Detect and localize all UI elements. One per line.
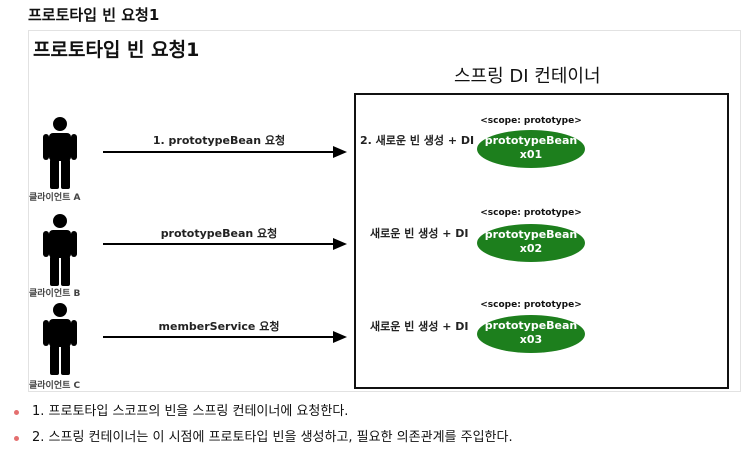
page-heading: 프로토타입 빈 요청1 bbox=[28, 6, 160, 24]
request-label: memberService 요청 bbox=[158, 320, 280, 333]
person-icon bbox=[43, 214, 77, 286]
bean-name: prototypeBean bbox=[484, 134, 578, 147]
create-label: 2. 새로운 빈 생성 + DI bbox=[360, 134, 475, 147]
client-label: 클라이언트 A bbox=[29, 193, 81, 203]
prototype-bean-x02: prototypeBean x02 bbox=[477, 224, 585, 262]
list-item-text: 1. 프로토타입 스코프의 빈을 스프링 컨테이너에 요청한다. bbox=[32, 404, 349, 419]
scope-label: <scope: prototype> bbox=[480, 208, 582, 218]
prototype-bean-x01: prototypeBean x01 bbox=[477, 130, 585, 168]
bullet-dot-icon bbox=[14, 410, 19, 415]
create-label: 새로운 빈 생성 + DI bbox=[370, 320, 469, 333]
request-label: prototypeBean 요청 bbox=[160, 227, 278, 240]
client-a: 클라이언트 A bbox=[29, 117, 99, 203]
bullet-dot-icon bbox=[14, 436, 19, 441]
list-item-text: 2. 스프링 컨테이너는 이 시점에 프로토타입 빈을 생성하고, 필요한 의존… bbox=[32, 430, 513, 445]
scope-label: <scope: prototype> bbox=[480, 300, 582, 310]
bean-name: prototypeBean bbox=[484, 228, 578, 241]
bean-id: x01 bbox=[519, 148, 543, 161]
request-arrow bbox=[103, 238, 347, 250]
bean-id: x03 bbox=[519, 333, 543, 346]
request-arrow bbox=[103, 146, 347, 158]
person-icon bbox=[43, 117, 77, 189]
scope-label: <scope: prototype> bbox=[480, 116, 582, 126]
spring-container-box bbox=[354, 93, 729, 389]
person-icon bbox=[43, 303, 77, 375]
client-b: 클라이언트 B bbox=[29, 214, 99, 299]
client-label: 클라이언트 B bbox=[29, 289, 81, 299]
container-title: 스프링 DI 컨테이너 bbox=[454, 66, 601, 87]
client-label: 클라이언트 C bbox=[29, 381, 81, 391]
bean-id: x02 bbox=[519, 242, 543, 255]
figure-title: 프로토타입 빈 요청1 bbox=[33, 39, 200, 61]
request-arrow bbox=[103, 331, 347, 343]
request-label: 1. prototypeBean 요청 bbox=[152, 134, 286, 147]
list-item: 1. 프로토타입 스코프의 빈을 스프링 컨테이너에 요청한다. bbox=[14, 402, 513, 428]
explanation-list: 1. 프로토타입 스코프의 빈을 스프링 컨테이너에 요청한다. 2. 스프링 … bbox=[14, 402, 513, 454]
prototype-bean-x03: prototypeBean x03 bbox=[477, 315, 585, 353]
client-c: 클라이언트 C bbox=[29, 303, 99, 391]
bean-name: prototypeBean bbox=[484, 319, 578, 332]
diagram-figure: 프로토타입 빈 요청1 스프링 DI 컨테이너 클라이언트 A 1. proto… bbox=[28, 30, 741, 392]
create-label: 새로운 빈 생성 + DI bbox=[370, 227, 469, 240]
list-item: 2. 스프링 컨테이너는 이 시점에 프로토타입 빈을 생성하고, 필요한 의존… bbox=[14, 428, 513, 454]
